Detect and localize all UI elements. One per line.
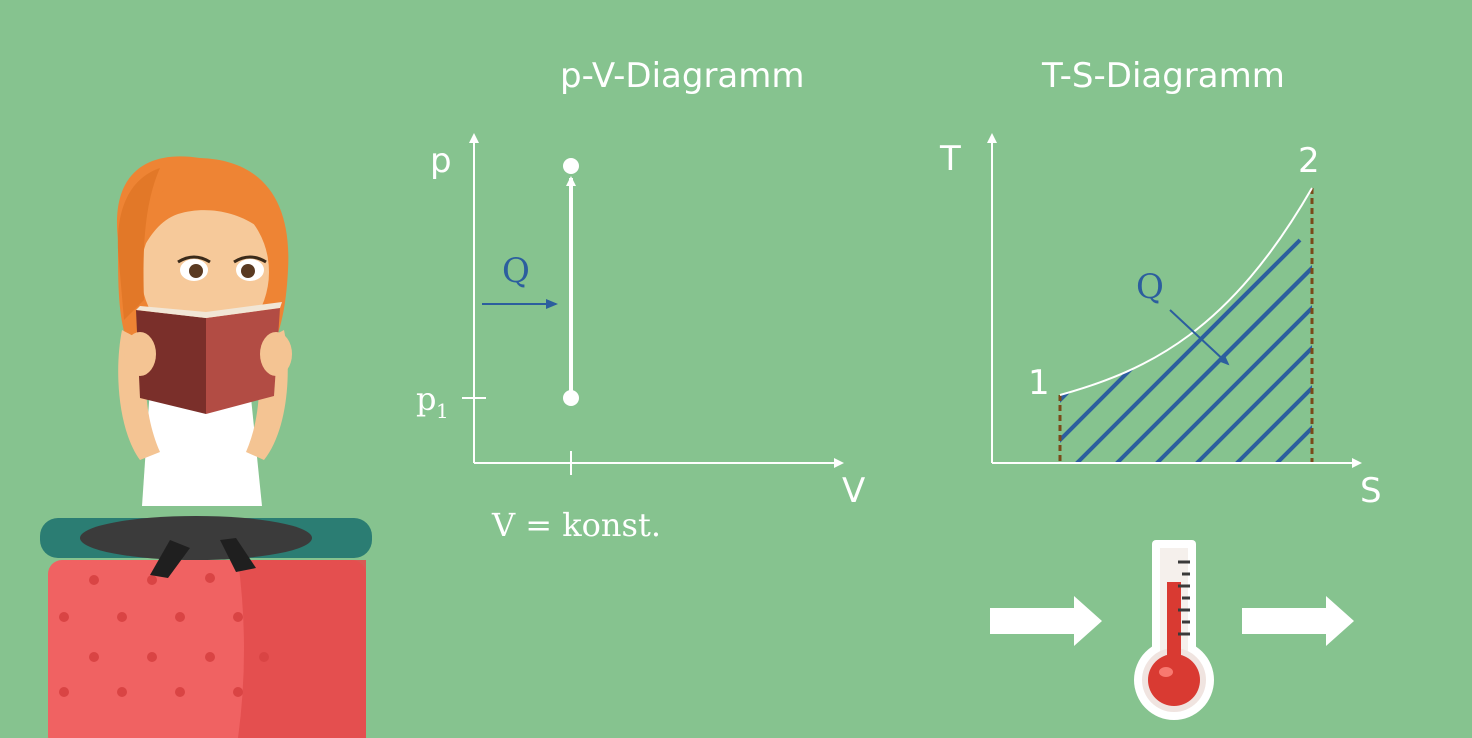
pv-tick-subscript: 1 [436,399,449,423]
pv-diagram: p V p 1 Q V = konst. [416,133,865,544]
woman-reading-illustration [40,156,372,738]
arrow-right-icon [990,596,1102,646]
ts-process-curve [1059,187,1313,396]
pv-diagram-title: p-V-Diagramm [560,56,805,96]
ts-heat-arrow [1169,309,1230,366]
heat-flow-illustration [990,540,1354,720]
ts-point-1-label: 1 [1028,363,1050,403]
ts-heat-label: Q [1136,267,1164,307]
pv-axis-y-label: p [430,141,452,181]
ts-point-2-label: 2 [1298,141,1320,181]
pv-axis-x-label: V [842,471,865,511]
pv-heat-label: Q [502,251,530,291]
ts-heat-area-hatching [1060,198,1312,462]
ts-axis-y-label: T [939,139,961,179]
arrow-right-icon [1242,596,1354,646]
ts-diagram: T S 1 2 Q [939,133,1382,511]
cushion-dots [59,573,269,697]
book [136,302,282,414]
pv-tick-label-p: p [416,380,436,418]
pv-state-point-2 [563,158,579,174]
legs [80,516,312,560]
pv-constant-note: V = konst. [491,506,661,544]
thermometer-icon [1134,540,1214,720]
ts-diagram-title: T-S-Diagramm [1042,56,1285,96]
shirt [142,388,262,506]
pv-state-point-1 [563,390,579,406]
ts-axis-x-label: S [1360,471,1382,511]
